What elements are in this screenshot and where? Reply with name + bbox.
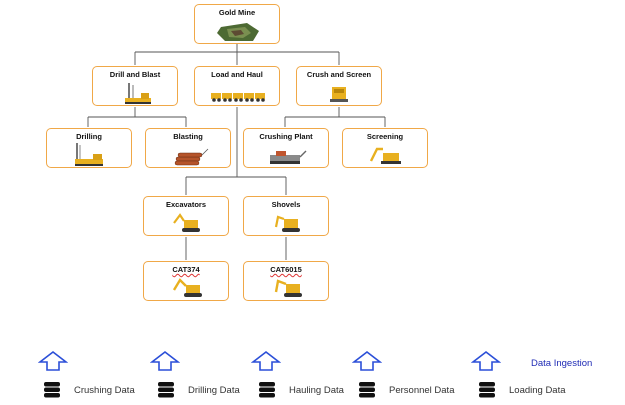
node-drilling[interactable]: Drilling bbox=[46, 128, 132, 168]
drill-rig-icon bbox=[75, 143, 103, 166]
shovel-icon bbox=[274, 279, 302, 297]
drill-rig-icon bbox=[125, 83, 151, 104]
data-source-drilling[interactable]: Drilling Data bbox=[156, 380, 256, 400]
node-gold-mine[interactable]: Gold Mine bbox=[194, 4, 280, 44]
node-crush-and-screen[interactable]: Crush and Screen bbox=[296, 66, 382, 106]
crusher-icon bbox=[330, 87, 348, 102]
node-cat374[interactable]: CAT374 bbox=[143, 261, 229, 301]
node-label: Screening bbox=[366, 132, 404, 141]
data-source-label: Crushing Data bbox=[74, 385, 135, 396]
screening-machine-icon bbox=[369, 147, 401, 164]
shovel-icon bbox=[274, 215, 300, 232]
node-shovels[interactable]: Shovels bbox=[243, 196, 329, 236]
node-blasting[interactable]: Blasting bbox=[145, 128, 231, 168]
node-drill-and-blast[interactable]: Drill and Blast bbox=[92, 66, 178, 106]
excavator-icon bbox=[173, 213, 200, 232]
arrow-up-icon bbox=[352, 350, 382, 371]
data-source-label: Loading Data bbox=[509, 385, 566, 396]
database-icon bbox=[44, 382, 60, 398]
database-icon bbox=[359, 382, 375, 398]
arrow-up-icon bbox=[251, 350, 281, 371]
data-source-crushing[interactable]: Crushing Data bbox=[42, 380, 152, 400]
data-source-personnel[interactable]: Personnel Data bbox=[357, 380, 472, 400]
data-source-label: Personnel Data bbox=[389, 385, 455, 396]
explosives-icon bbox=[174, 148, 209, 166]
node-label: Load and Haul bbox=[211, 70, 263, 79]
crushing-plant-icon bbox=[270, 150, 307, 164]
data-source-loading[interactable]: Loading Data bbox=[477, 380, 587, 400]
mine-site-icon bbox=[217, 23, 259, 41]
data-source-label: Hauling Data bbox=[289, 385, 344, 396]
node-label: Crushing Plant bbox=[259, 132, 313, 141]
arrow-up-icon bbox=[150, 350, 180, 371]
database-icon bbox=[158, 382, 174, 398]
node-crushing-plant[interactable]: Crushing Plant bbox=[243, 128, 329, 168]
node-excavators[interactable]: Excavators bbox=[143, 196, 229, 236]
node-load-and-haul[interactable]: Load and Haul bbox=[194, 66, 280, 106]
node-label: Blasting bbox=[173, 132, 203, 141]
node-label: Shovels bbox=[271, 200, 301, 209]
arrow-up-icon bbox=[38, 350, 68, 371]
arrow-up-icon bbox=[471, 350, 501, 371]
node-label: Gold Mine bbox=[218, 8, 256, 17]
node-cat6015[interactable]: CAT6015 bbox=[243, 261, 329, 301]
haul-trucks-icon bbox=[211, 93, 265, 102]
excavator-icon bbox=[172, 278, 202, 297]
database-icon bbox=[479, 382, 495, 398]
node-label: CAT374 bbox=[172, 265, 200, 274]
data-source-hauling[interactable]: Hauling Data bbox=[257, 380, 357, 400]
node-label: Drill and Blast bbox=[109, 70, 161, 79]
database-icon bbox=[259, 382, 275, 398]
node-label: Drilling bbox=[76, 132, 102, 141]
node-label: Crush and Screen bbox=[306, 70, 372, 79]
node-screening[interactable]: Screening bbox=[342, 128, 428, 168]
data-ingestion-label: Data Ingestion bbox=[531, 358, 593, 369]
node-label: Excavators bbox=[165, 200, 207, 209]
node-label: CAT6015 bbox=[270, 265, 302, 274]
data-source-label: Drilling Data bbox=[188, 385, 240, 396]
